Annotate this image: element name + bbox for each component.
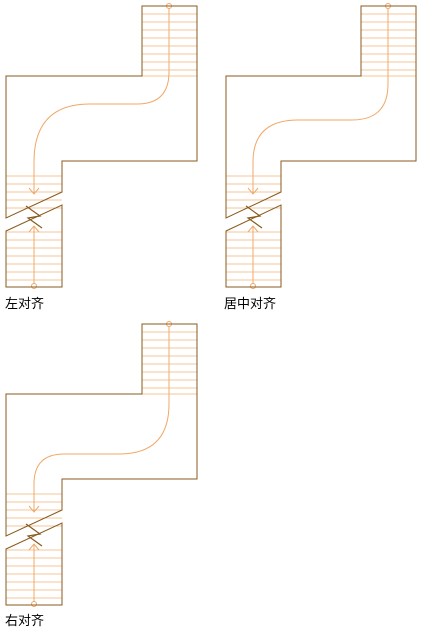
- stair-outline: [5, 323, 198, 537]
- stair-outline: [5, 5, 198, 219]
- caption-center-aligned: 居中对齐: [224, 297, 277, 312]
- break-line-mark: [245, 205, 263, 229]
- caption-left-aligned: 左对齐: [5, 297, 45, 312]
- stair-outline-lower: [5, 522, 63, 606]
- stair-plan-left-aligned: [5, 3, 198, 289]
- stair-plan-center-aligned: [225, 3, 417, 289]
- stair-outline: [225, 5, 417, 219]
- walk-line-arrow: [28, 3, 172, 289]
- stair-outline-lower: [5, 204, 63, 288]
- walk-line-arrow: [28, 321, 172, 607]
- stair-treads: [6, 331, 197, 599]
- walk-line-arrow: [247, 3, 391, 289]
- break-line-mark: [25, 523, 43, 547]
- stair-plan-right-aligned: [5, 321, 198, 607]
- stair-outline-lower: [225, 204, 282, 288]
- break-line-mark: [25, 205, 43, 229]
- caption-right-aligned: 右对齐: [5, 614, 45, 629]
